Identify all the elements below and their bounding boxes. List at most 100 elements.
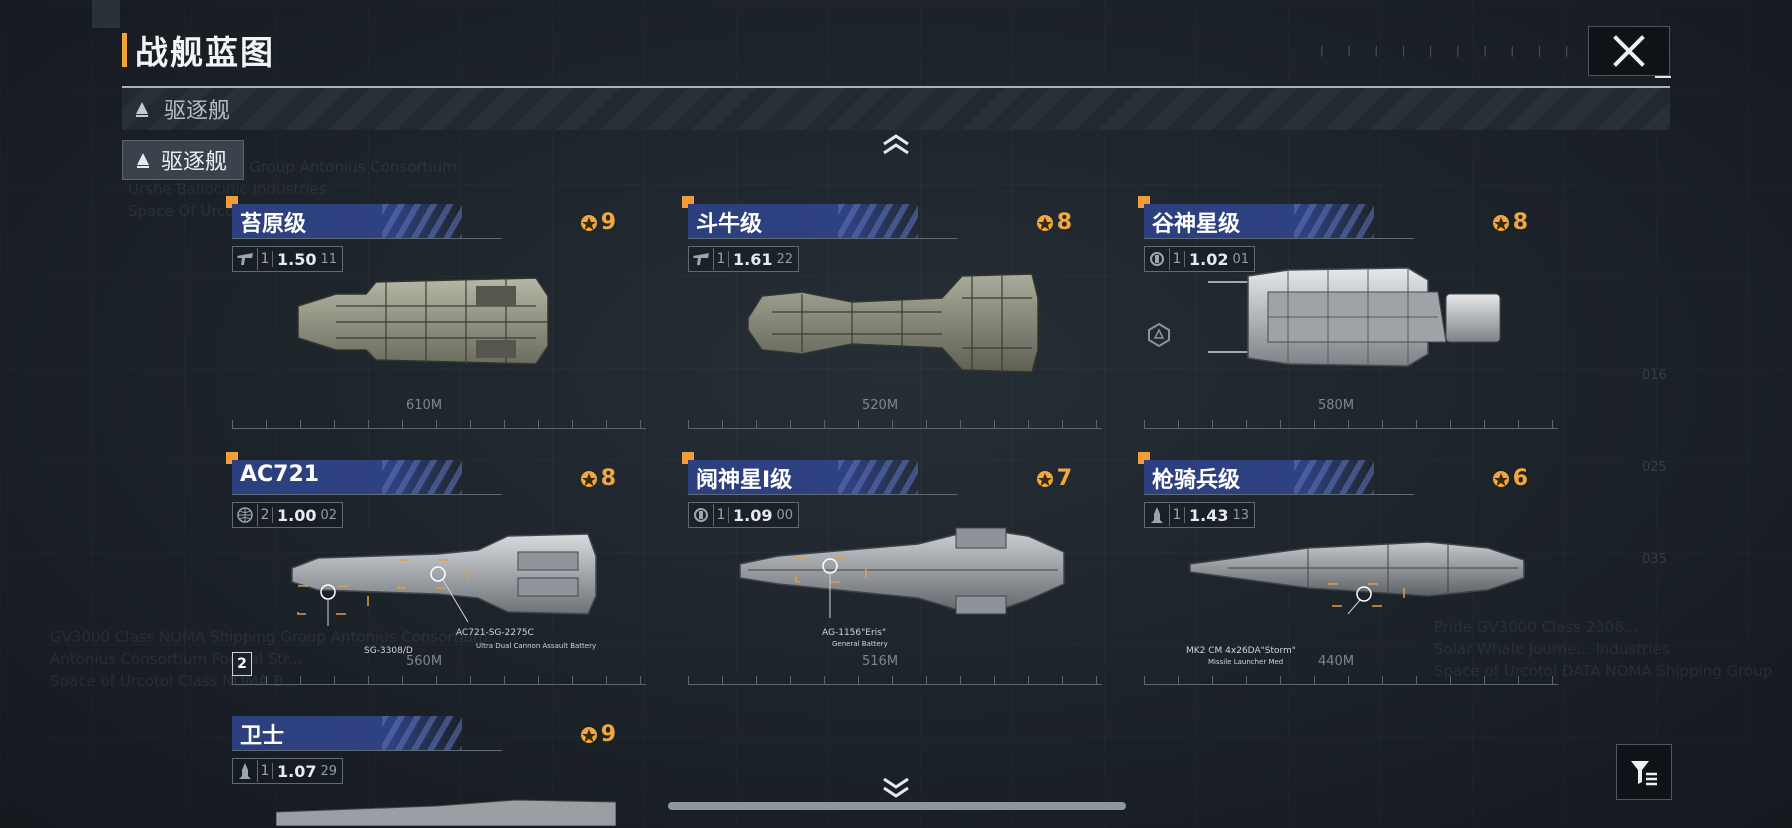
ship-name: 苔原级: [240, 212, 307, 237]
ship-length: 440M: [1318, 654, 1355, 669]
category-dropdown[interactable]: 驱逐舰: [122, 86, 1670, 130]
divider: [232, 750, 502, 751]
scale-ruler: [1144, 418, 1558, 429]
ship-tier: 1: [1170, 507, 1185, 523]
support-icon: [689, 504, 714, 526]
rank-badge: 2: [232, 652, 252, 676]
support-icon: [1145, 248, 1170, 270]
filter-icon: [1631, 761, 1657, 786]
ship-rating: 8: [1035, 210, 1072, 235]
page-title: 战舰蓝图: [135, 33, 275, 72]
weapon-sublabel: Missile Launcher Med: [1208, 658, 1284, 666]
rating-value: 8: [1056, 210, 1072, 235]
ship-card[interactable]: 阋神星Ⅰ级 7 1 1.09 00 AG-1156"Eris" General …: [682, 452, 1102, 697]
close-button[interactable]: [1588, 26, 1671, 78]
ship-name: 斗牛级: [696, 212, 763, 237]
ship-name-bar: [232, 716, 462, 750]
background-text: GV3000 Class NOMA Shipping Group Antoniu…: [50, 628, 488, 690]
globe-icon: [233, 504, 258, 526]
rocket-icon: [1145, 504, 1170, 526]
close-icon: [1613, 35, 1645, 67]
ship-type-icon: [233, 248, 258, 270]
destroyer-class-icon: [130, 97, 154, 121]
ship-stat-box: 1 1.02 01: [1144, 246, 1256, 272]
ship-tier: 2: [258, 507, 273, 523]
rating-value: 7: [1056, 466, 1072, 491]
ship-name-bar: [232, 460, 462, 494]
ship-image: [747, 273, 1039, 373]
rocket-icon: [233, 760, 258, 782]
ship-name-bar: [232, 204, 462, 238]
ship-name-bar: [1144, 204, 1374, 238]
ship-stat-value: 1.07: [277, 761, 317, 781]
divider: [232, 238, 502, 239]
divider: [1144, 494, 1414, 495]
ship-name: 阋神星Ⅰ级: [696, 468, 793, 493]
class-filter-chip[interactable]: 驱逐舰: [122, 140, 244, 180]
ship-card[interactable]: 苔原级 9 1 1.50 11 610M: [226, 196, 646, 441]
ship-rating: 9: [579, 210, 616, 235]
ship-card[interactable]: 斗牛级 8 1 1.61 22 520M: [682, 196, 1102, 441]
category-dropdown-label: 驱逐舰: [164, 99, 231, 124]
ship-stat-sub: 29: [320, 763, 338, 779]
ship-stat-sub: 13: [1232, 507, 1250, 523]
rank-emblem-icon: [580, 214, 597, 231]
ship-length: 560M: [406, 654, 443, 669]
destroyer-class-icon: [131, 148, 155, 172]
ship-rating: 9: [579, 722, 616, 747]
scale-ruler: [232, 674, 646, 685]
ship-stat-sub: 00: [776, 507, 794, 523]
hex-icon: [1146, 322, 1172, 352]
ruler-number: 035: [1642, 552, 1667, 567]
filter-button[interactable]: [1616, 744, 1672, 800]
ship-image: [1189, 541, 1525, 614]
ship-length: 610M: [406, 398, 443, 413]
ship-stat-box: 1 1.07 29: [232, 758, 344, 784]
ship-stat-box: 2 1.00 02: [232, 502, 344, 528]
scale-ruler: [232, 418, 646, 429]
ship-tier: 1: [714, 507, 729, 523]
weapon-sublabel: Ultra Dual Cannon Assault Battery: [476, 642, 597, 650]
ship-name-bar: [688, 460, 918, 494]
ship-stat-sub: 11: [320, 251, 338, 267]
scale-ruler: [1144, 674, 1558, 685]
ship-stat-box: 1 1.43 13: [1144, 502, 1256, 528]
ship-card[interactable]: 谷神星级 8 1 1.02 01 580M: [1138, 196, 1558, 441]
ship-name-bar: [688, 204, 918, 238]
ship-rating: 6: [1491, 466, 1528, 491]
ship-card[interactable]: AC721 8 2 1.00 02 AC721-SG-2275C Ultra D…: [226, 452, 646, 697]
ship-card[interactable]: 卫士 9 1 1.07 29: [226, 708, 646, 828]
decorative-ticks: | | | | | | | | | | | | |: [1320, 44, 1661, 57]
weapon-label: AC721-SG-2275C: [456, 628, 534, 638]
scroll-up-button[interactable]: [880, 134, 912, 160]
ship-rating: 8: [1491, 210, 1528, 235]
class-filter-label: 驱逐舰: [161, 150, 228, 175]
weapon-label: MK2 CM 4x26DA"Storm": [1186, 646, 1296, 656]
rank-emblem-icon: [1036, 470, 1053, 487]
ship-image: [1208, 267, 1501, 367]
ship-stat-sub: 22: [776, 251, 794, 267]
ship-card[interactable]: 枪骑兵级 6 1 1.43 13 MK2 CM 4x26DA"Storm" Mi…: [1138, 452, 1558, 697]
ruler-number: 016: [1642, 368, 1667, 383]
ship-length: 520M: [862, 398, 899, 413]
horizontal-scrollbar[interactable]: [668, 802, 1126, 810]
rating-value: 6: [1512, 466, 1528, 491]
ship-stat-value: 1.61: [733, 249, 773, 269]
divider: [688, 238, 958, 239]
ship-stat-value: 1.02: [1189, 249, 1229, 269]
scale-ruler: [688, 674, 1102, 685]
ship-tier: 1: [1170, 251, 1185, 267]
title-accent: [122, 33, 127, 67]
divider: [688, 494, 958, 495]
ship-rating: 7: [1035, 466, 1072, 491]
ship-name: 枪骑兵级: [1152, 468, 1241, 493]
ship-stat-box: 1 1.50 11: [232, 246, 344, 272]
ship-image: [739, 527, 1065, 618]
background-text: Pride GV3000 Class 2308... Solar Whale J…: [1434, 618, 1773, 680]
ship-stat-sub: 01: [1232, 251, 1250, 267]
chevron-down-icon: [883, 777, 909, 798]
scale-ruler: [688, 418, 1102, 429]
ship-tier: 1: [714, 251, 729, 267]
scroll-down-button[interactable]: [880, 776, 912, 802]
